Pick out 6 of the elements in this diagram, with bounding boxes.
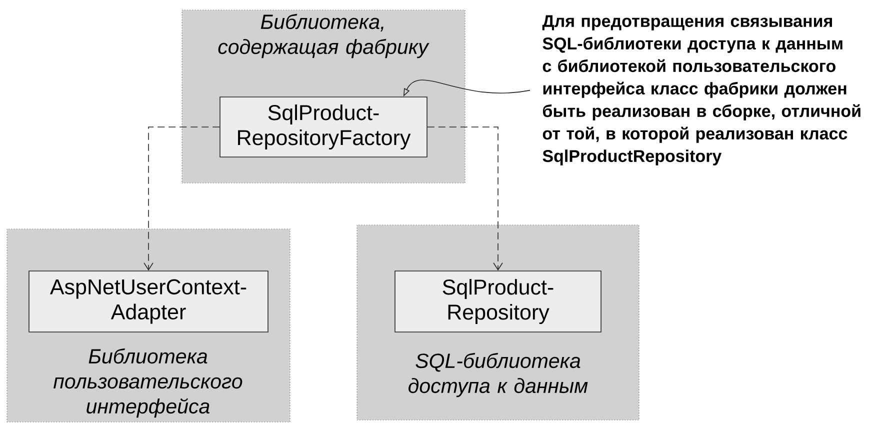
dependency-arrow xyxy=(427,126,503,271)
dependency-arrow xyxy=(144,126,220,271)
note-text: Для предотвращения связывания SQL-библиотеки доступа к данным с библиотекой пользовательского интерфейса класс фабрики должен быть реализован в сборке, отличной от той, в которой реализован класс SqlProductRepository xyxy=(542,15,860,166)
class-box: AspNetUserContext- Adapter xyxy=(28,270,268,332)
class-box: SqlProduct- Repository xyxy=(394,270,602,332)
class-box: SqlProduct- RepositoryFactory xyxy=(220,96,428,158)
